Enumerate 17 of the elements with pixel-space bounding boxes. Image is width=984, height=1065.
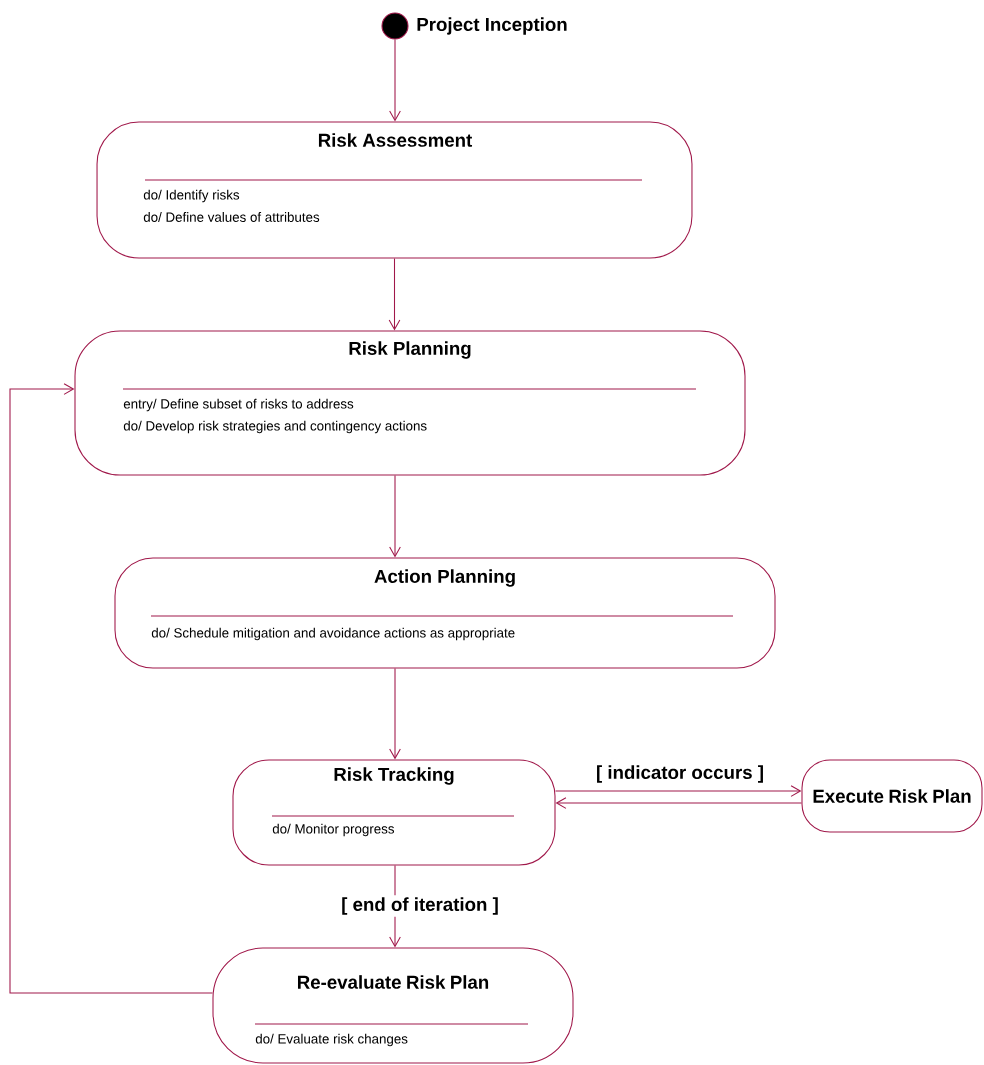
state-box: Risk Planning entry/ Define subset of risks to address do/ Develop risk strategies and contingency actions (74, 330, 746, 476)
arrow (555, 785, 802, 797)
arrow (555, 797, 802, 809)
state-box: Re-evaluate Risk Plan do/ Evaluate risk changes (212, 947, 574, 1064)
edge-label: [ end of iteration ] (339, 895, 501, 917)
state-box: Execute Risk Plan (801, 759, 983, 833)
state-box: Action Planning do/ Schedule mitigation and avoidance actions as appropriate (114, 557, 776, 669)
start-label: Project Inception (417, 17, 567, 35)
start-dot (381, 12, 409, 40)
state-box: Risk Tracking do/ Monitor progress (232, 759, 556, 866)
arrow (388, 258, 401, 331)
arrow (9, 383, 213, 994)
edge-label: [ indicator occurs ] (594, 763, 766, 785)
arrow (389, 668, 401, 760)
arrow (389, 475, 401, 558)
arrow (389, 39, 401, 122)
state-box: Risk Assessment do/ Identify risks do/ Define values of attributes (96, 121, 693, 259)
